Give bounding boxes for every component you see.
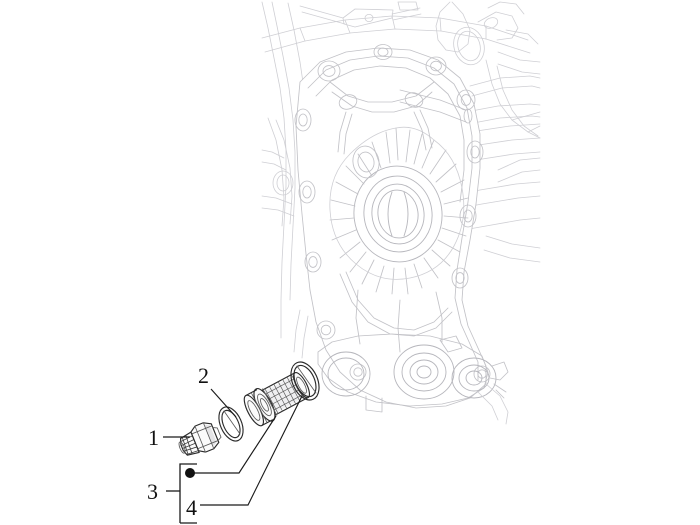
leader-line-3: [192, 415, 277, 474]
callout-number-4: 4: [186, 495, 197, 520]
radial-ribs: [329, 126, 469, 295]
drain-plug: [178, 422, 222, 456]
group-bracket: [166, 463, 197, 524]
central-bearing-hub: [353, 165, 443, 263]
crankcase-cover-outline: [261, 1, 541, 425]
leader-line-4: [200, 395, 303, 506]
callout-number-2: 2: [198, 363, 209, 388]
callout-number-3: 3: [147, 479, 158, 504]
group-bullet-marker: [185, 468, 195, 478]
filter-housing-boss: [317, 333, 509, 413]
o-ring-large: [290, 361, 320, 401]
leader-line-2: [210, 388, 237, 418]
callout-number-1: 1: [148, 425, 159, 450]
bolt-bosses: [294, 44, 491, 383]
o-ring-small: [218, 406, 244, 442]
oil-filter-cartridge: [243, 371, 311, 427]
